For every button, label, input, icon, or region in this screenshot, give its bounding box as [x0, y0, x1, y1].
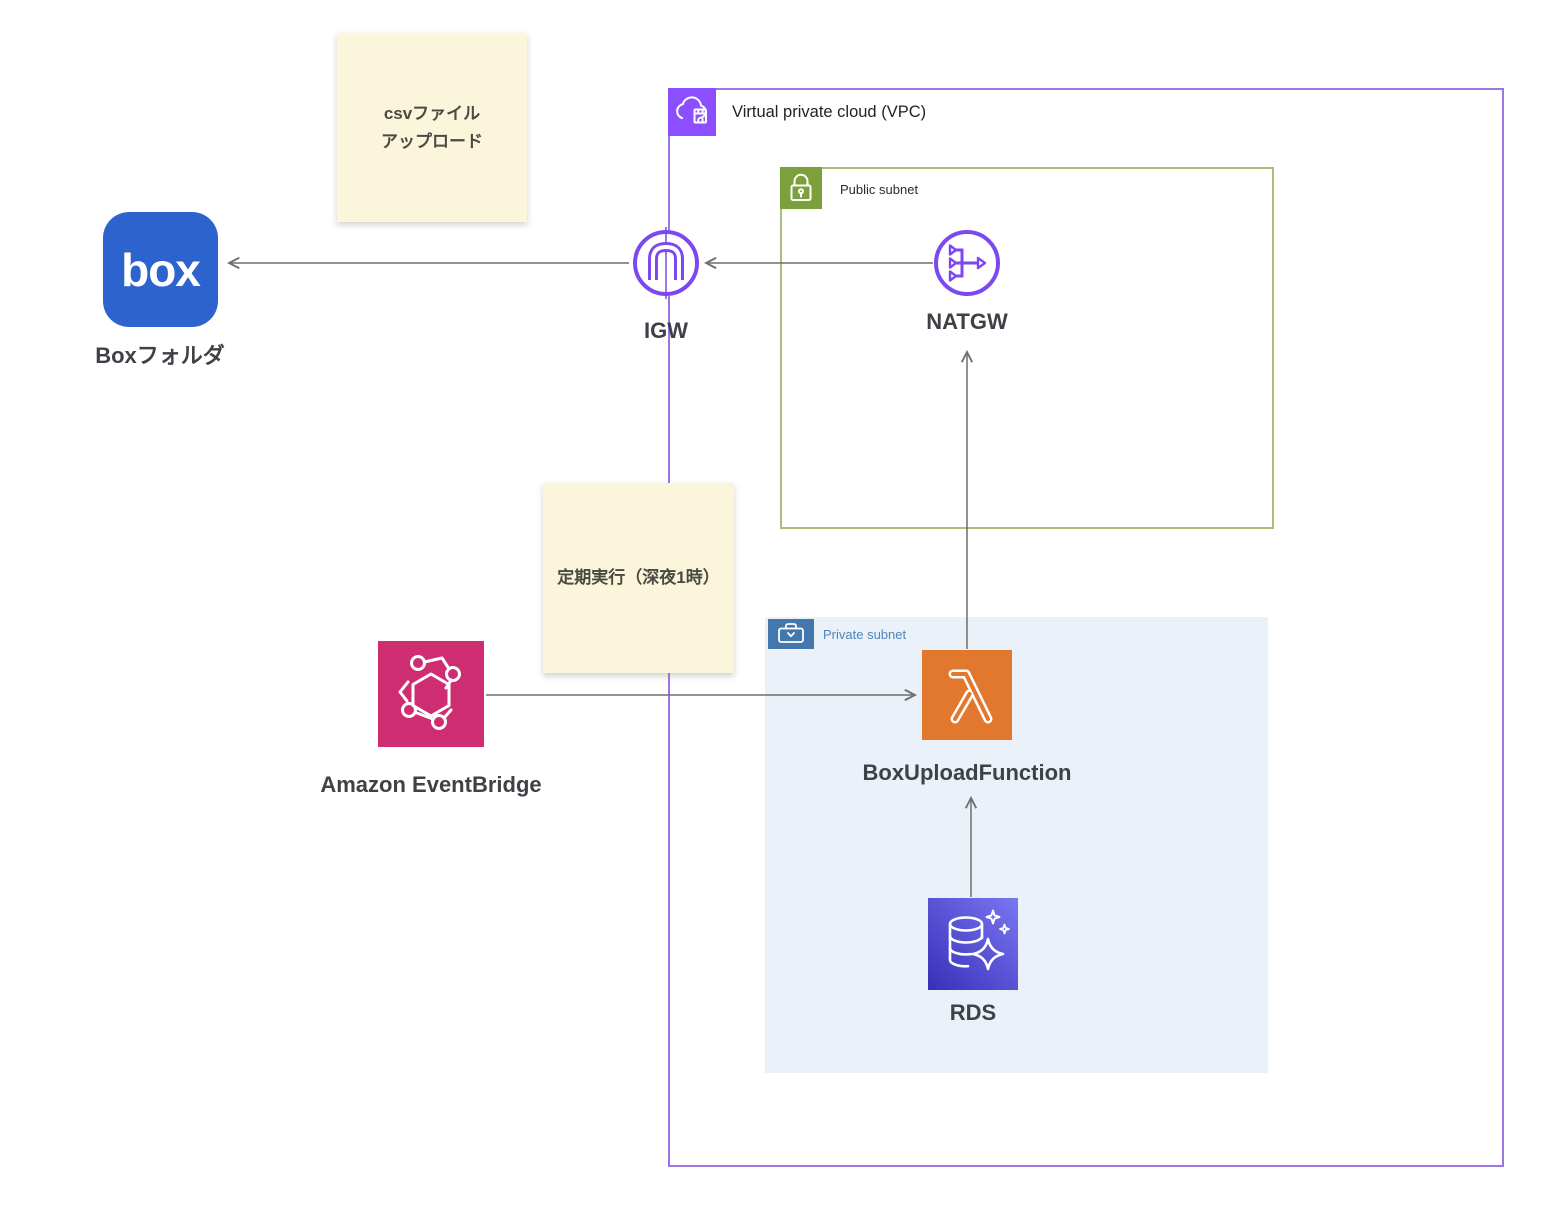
box-logo: box	[103, 212, 218, 327]
vpc-cloud-icon	[668, 88, 716, 136]
eventbridge-node-label: Amazon EventBridge	[320, 772, 542, 797]
nat-gateway-icon	[931, 227, 1003, 299]
public-subnet-label: Public subnet	[840, 182, 919, 197]
note-csv-line1: csvファイル	[383, 104, 481, 124]
private-subnet-lock-icon	[768, 619, 814, 649]
lambda-icon	[922, 650, 1012, 740]
lambda-node-label: BoxUploadFunction	[862, 760, 1072, 785]
vpc-label: Virtual private cloud (VPC)	[732, 103, 927, 121]
internet-gateway-icon	[630, 227, 702, 299]
natgw-node-label: NATGW	[926, 309, 1008, 334]
igw-node-label: IGW	[644, 318, 688, 343]
private-subnet-label: Private subnet	[823, 627, 907, 642]
note-csv-line2: アップロード	[381, 131, 483, 151]
public-subnet-lock-icon	[780, 167, 822, 209]
note-schedule: 定期実行（深夜1時）	[543, 483, 734, 673]
private-subnet-container: Private subnet	[765, 617, 1268, 1073]
eventbridge-icon	[378, 641, 484, 747]
note-csv-upload: csvファイル アップロード	[337, 33, 527, 222]
rds-database-icon	[928, 898, 1018, 990]
rds-node-label: RDS	[949, 1000, 997, 1025]
box-node-label: Boxフォルダ	[95, 343, 225, 368]
public-subnet-container: Public subnet	[780, 167, 1274, 529]
box-logo-text: box	[121, 243, 201, 296]
note-schedule-text: 定期実行（深夜1時）	[557, 568, 720, 588]
